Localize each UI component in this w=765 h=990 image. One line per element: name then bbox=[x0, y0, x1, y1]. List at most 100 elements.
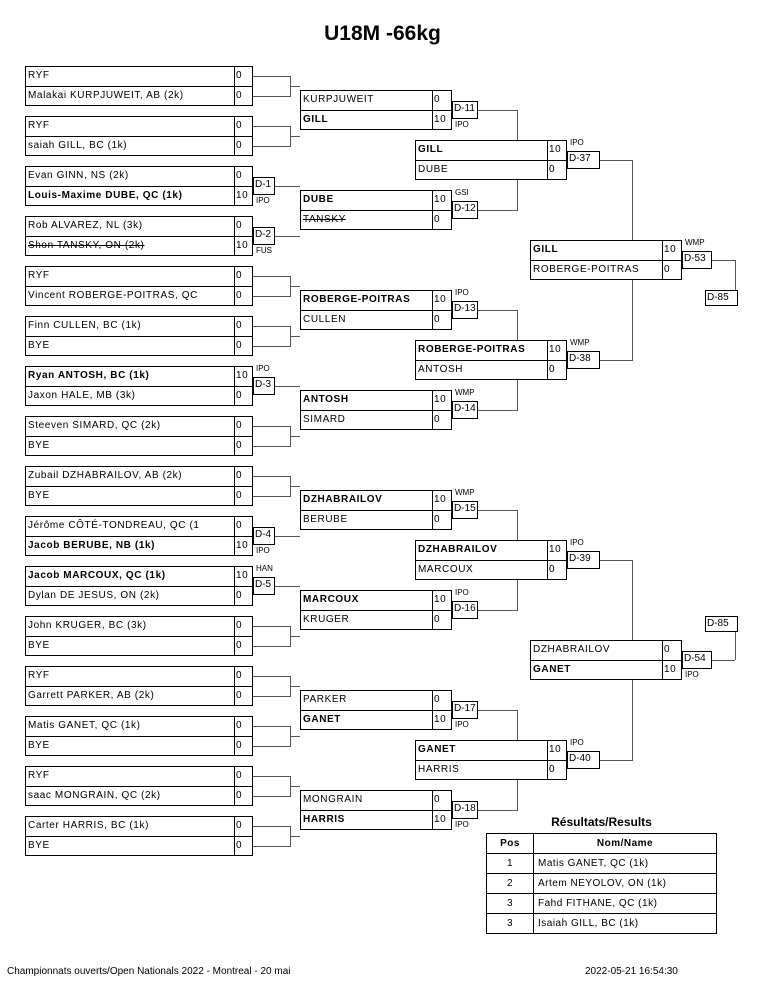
competitor-score: 0 bbox=[234, 416, 253, 437]
match-label: D-39 bbox=[567, 551, 600, 569]
connector-line bbox=[253, 826, 290, 827]
connector-line bbox=[478, 410, 517, 411]
connector-line bbox=[290, 236, 300, 237]
competitor-name: Louis-Maxime DUBE, QC (1k) bbox=[25, 186, 235, 206]
competitor-score: 0 bbox=[432, 610, 452, 630]
competitor-name: BYE bbox=[25, 636, 235, 656]
win-method: IPO bbox=[455, 120, 469, 129]
connector-line bbox=[290, 486, 300, 487]
competitor-name: DZHABRAILOV bbox=[415, 540, 548, 561]
competitor-score: 0 bbox=[234, 736, 253, 756]
competitor-name: BYE bbox=[25, 486, 235, 506]
competitor-name: DZHABRAILOV bbox=[530, 640, 663, 661]
competitor-name: HARRIS bbox=[415, 760, 548, 780]
connector-line bbox=[290, 736, 300, 737]
connector-line bbox=[253, 76, 290, 77]
competitor-name: ANTOSH bbox=[300, 390, 433, 411]
competitor-name: RYF bbox=[25, 666, 235, 687]
match-label: D-38 bbox=[567, 351, 600, 369]
connector-line bbox=[600, 760, 632, 761]
competitor-score: 0 bbox=[234, 716, 253, 737]
win-method: IPO bbox=[256, 364, 270, 373]
connector-line bbox=[253, 626, 290, 627]
win-method: IPO bbox=[570, 138, 584, 147]
connector-line bbox=[253, 646, 290, 647]
competitor-name: saac MONGRAIN, QC (2k) bbox=[25, 786, 235, 806]
result-name: Matis GANET, QC (1k) bbox=[533, 853, 717, 874]
competitor-score: 10 bbox=[432, 190, 452, 211]
competitor-name: ROBERGE-POITRAS bbox=[415, 340, 548, 361]
competitor-name: Garrett PARKER, AB (2k) bbox=[25, 686, 235, 706]
match-label: D-4 bbox=[253, 527, 275, 545]
competitor-name: Evan GINN, NS (2k) bbox=[25, 166, 235, 187]
connector-line bbox=[290, 786, 300, 787]
win-method: IPO bbox=[455, 588, 469, 597]
competitor-name: PARKER bbox=[300, 690, 433, 711]
match-label: D-37 bbox=[567, 151, 600, 169]
win-method: IPO bbox=[570, 538, 584, 547]
connector-line bbox=[253, 296, 290, 297]
competitor-name: GANET bbox=[300, 710, 433, 730]
competitor-score: 10 bbox=[432, 110, 452, 130]
competitor-name: Carter HARRIS, BC (1k) bbox=[25, 816, 235, 837]
competitor-name: GANET bbox=[530, 660, 663, 680]
competitor-name: HARRIS bbox=[300, 810, 433, 830]
competitor-name: RYF bbox=[25, 116, 235, 137]
competitor-score: 10 bbox=[432, 710, 452, 730]
connector-line bbox=[275, 186, 290, 187]
connector-line bbox=[290, 586, 300, 587]
competitor-score: 10 bbox=[662, 240, 682, 261]
win-method: WMP bbox=[570, 338, 590, 347]
competitor-score: 10 bbox=[432, 810, 452, 830]
connector-line bbox=[478, 810, 517, 811]
competitor-name: Jacob BERUBE, NB (1k) bbox=[25, 536, 235, 556]
competitor-name: BYE bbox=[25, 336, 235, 356]
footer-timestamp: 2022-05-21 16:54:30 bbox=[585, 966, 678, 977]
connector-line bbox=[253, 346, 290, 347]
connector-line bbox=[275, 536, 290, 537]
connector-line bbox=[712, 660, 735, 661]
competitor-name: Rob ALVAREZ, NL (3k) bbox=[25, 216, 235, 237]
competitor-score: 0 bbox=[432, 210, 452, 230]
win-method: IPO bbox=[455, 720, 469, 729]
competitor-score: 10 bbox=[547, 540, 567, 561]
connector-line bbox=[290, 686, 300, 687]
header-pos: Pos bbox=[486, 833, 534, 854]
competitor-name: RYF bbox=[25, 266, 235, 287]
competitor-name: DZHABRAILOV bbox=[300, 490, 433, 511]
win-method: IPO bbox=[570, 738, 584, 747]
competitor-score: 0 bbox=[234, 266, 253, 287]
next-match-label: D-85 bbox=[705, 290, 738, 306]
connector-line bbox=[735, 260, 736, 290]
connector-line bbox=[478, 310, 517, 311]
connector-line bbox=[275, 586, 290, 587]
competitor-name: RYF bbox=[25, 766, 235, 787]
match-label: D-13 bbox=[452, 301, 478, 319]
competitor-score: 10 bbox=[547, 140, 567, 161]
win-method: IPO bbox=[256, 196, 270, 205]
competitor-score: 10 bbox=[234, 236, 253, 256]
competitor-score: 0 bbox=[234, 166, 253, 187]
competitor-score: 0 bbox=[432, 90, 452, 111]
competitor-score: 0 bbox=[234, 286, 253, 306]
connector-line bbox=[290, 186, 300, 187]
win-method: FUS bbox=[256, 246, 272, 255]
competitor-score: 0 bbox=[432, 690, 452, 711]
competitor-name: Finn CULLEN, BC (1k) bbox=[25, 316, 235, 337]
match-label: D-53 bbox=[682, 251, 712, 269]
win-method: WMP bbox=[685, 238, 705, 247]
match-label: D-12 bbox=[452, 201, 478, 219]
competitor-score: 0 bbox=[234, 766, 253, 787]
competitor-score: 0 bbox=[234, 786, 253, 806]
competitor-score: 0 bbox=[234, 836, 253, 856]
competitor-score: 0 bbox=[234, 66, 253, 87]
win-method: HAN bbox=[256, 564, 273, 573]
match-label: D-2 bbox=[253, 227, 275, 245]
connector-line bbox=[253, 96, 290, 97]
competitor-score: 0 bbox=[547, 760, 567, 780]
competitor-score: 0 bbox=[234, 86, 253, 106]
competitor-name: SIMARD bbox=[300, 410, 433, 430]
win-method: IPO bbox=[685, 670, 699, 679]
